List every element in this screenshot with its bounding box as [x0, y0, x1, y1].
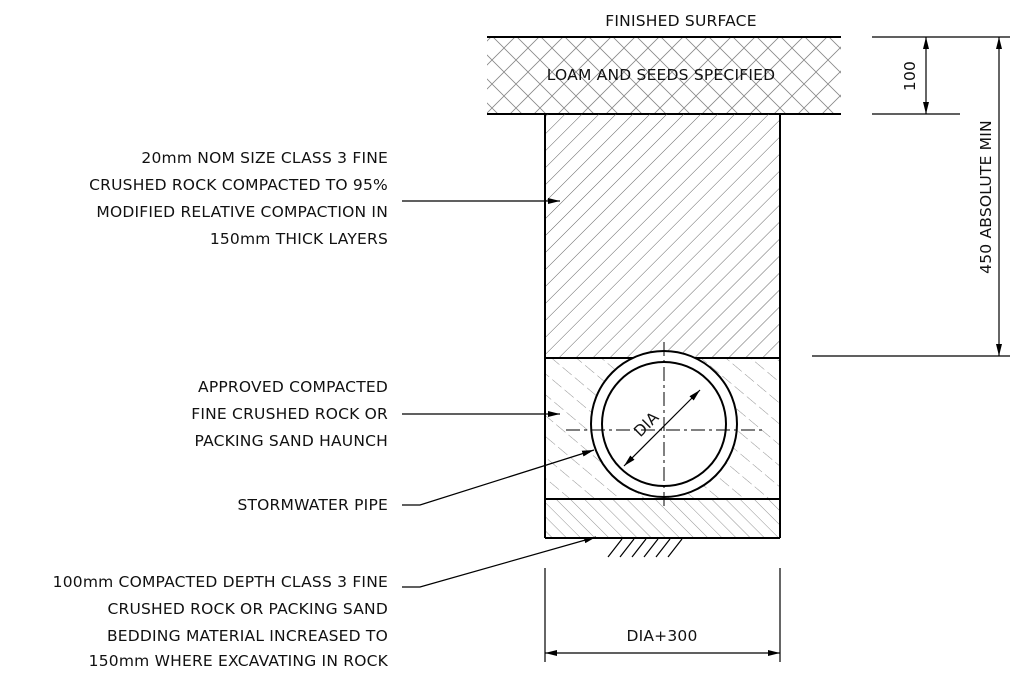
- bedding-label-line-1: 100mm COMPACTED DEPTH CLASS 3 FINE: [53, 573, 388, 591]
- bedding-callout: 100mm COMPACTED DEPTH CLASS 3 FINE CRUSH…: [53, 536, 597, 670]
- backfill-callout: 20mm NOM SIZE CLASS 3 FINE CRUSHED ROCK …: [89, 149, 560, 248]
- backfill-label-line-3: MODIFIED RELATIVE COMPACTION IN: [96, 203, 388, 221]
- dimension-450: 450 ABSOLUTE MIN: [812, 36, 1010, 357]
- haunch-label-line-1: APPROVED COMPACTED: [198, 378, 388, 396]
- haunch-callout: APPROVED COMPACTED FINE CRUSHED ROCK OR …: [191, 378, 560, 450]
- bedding-label-line-2: CRUSHED ROCK OR PACKING SAND: [107, 600, 388, 618]
- dimension-100: 100: [872, 36, 960, 115]
- haunch-label-line-3: PACKING SAND HAUNCH: [195, 432, 388, 450]
- backfill-label-line-4: 150mm THICK LAYERS: [210, 230, 388, 248]
- dimension-width: DIA+300: [544, 568, 781, 662]
- pipe-label: STORMWATER PIPE: [237, 496, 388, 514]
- bedding-label-line-4: 150mm WHERE EXCAVATING IN ROCK: [89, 652, 389, 670]
- finished-surface-label: FINISHED SURFACE: [605, 12, 756, 30]
- bedding-label-line-3: BEDDING MATERIAL INCREASED TO: [107, 627, 388, 645]
- rock-below-hatch: [607, 538, 683, 558]
- pipe-callout: STORMWATER PIPE: [237, 449, 595, 514]
- backfill-label-line-2: CRUSHED ROCK COMPACTED TO 95%: [89, 176, 388, 194]
- backfill-label-line-1: 20mm NOM SIZE CLASS 3 FINE: [141, 149, 388, 167]
- width-label: DIA+300: [626, 627, 697, 645]
- stormwater-pipe: DIA: [566, 342, 762, 510]
- trench-outline: [544, 114, 781, 539]
- bedding-zone: [545, 499, 780, 558]
- dim-450-label: 450 ABSOLUTE MIN: [977, 120, 995, 274]
- dim-100-label: 100: [901, 61, 919, 91]
- loam-label: LOAM AND SEEDS SPECIFIED: [547, 66, 776, 84]
- backfill-zone: [545, 114, 780, 358]
- haunch-label-line-2: FINE CRUSHED ROCK OR: [191, 405, 388, 423]
